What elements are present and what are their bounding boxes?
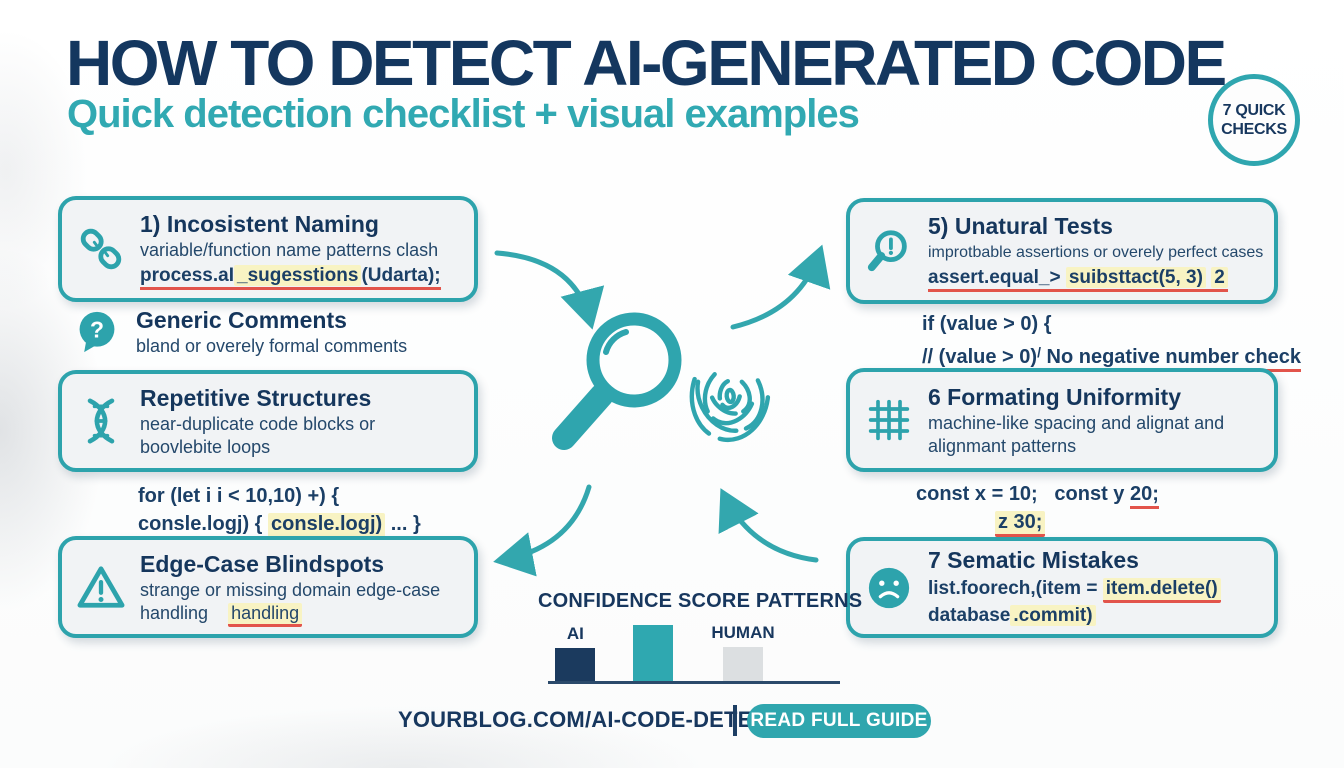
arrow-top-right bbox=[730, 244, 831, 330]
broken-link-icon bbox=[62, 226, 140, 272]
question-bubble-icon: ? bbox=[58, 306, 136, 358]
chart-bar bbox=[633, 625, 674, 682]
chart-baseline bbox=[548, 681, 840, 684]
check-item-1-inconsistent-naming: 1) Incosistent Naming variable/function … bbox=[58, 196, 478, 302]
badge-line2: CHECKS bbox=[1221, 121, 1287, 138]
check-desc: alignmant patterns bbox=[928, 435, 1077, 456]
check-desc: improtbable assertions or overely perfec… bbox=[928, 243, 1264, 261]
check-desc: strange or missing domain edge-case bbox=[140, 579, 441, 600]
chart-bar-column: HUMAN bbox=[711, 623, 775, 682]
quick-checks-badge: 7 QUICK CHECKS bbox=[1208, 74, 1300, 166]
check-title: 7 Sematic Mistakes bbox=[928, 547, 1139, 573]
code-sample-const: const x = 10; const y 20; z 30; bbox=[916, 480, 1159, 537]
chart-bar bbox=[723, 647, 763, 682]
check-title: 1) Incosistent Naming bbox=[140, 210, 379, 237]
check-item-4-edge-case-blindspots: Edge-Case Blindspots strange or missing … bbox=[58, 536, 478, 638]
chart-bar bbox=[555, 648, 596, 682]
chart-bar-label: AI bbox=[566, 624, 584, 643]
dna-icon bbox=[62, 396, 140, 446]
check-item-6-formatting-uniformity: 6 Formating Uniformity machine-like spac… bbox=[846, 368, 1278, 472]
check-desc: bland or overely formal comments bbox=[136, 336, 408, 356]
check-title: Edge-Case Blindspots bbox=[140, 550, 385, 577]
grid-icon bbox=[850, 398, 928, 442]
read-full-guide-button[interactable]: READ FULL GUIDE bbox=[747, 704, 931, 738]
page-subtitle: Quick detection checklist + visual examp… bbox=[67, 92, 860, 136]
badge-line1: 7 QUICK bbox=[1222, 102, 1286, 119]
check-item-5-unnatural-tests: 5) Unatural Tests improtbable assertions… bbox=[846, 198, 1278, 304]
check-desc: variable/function name patterns clash bbox=[140, 239, 439, 260]
check-desc: boovlebite loops bbox=[140, 436, 271, 457]
check-desc: machine-like spacing and alignat and bbox=[928, 412, 1225, 433]
arrow-bottom-right bbox=[718, 488, 819, 563]
check-title: 5) Unatural Tests bbox=[928, 212, 1113, 239]
check-item-3-repetitive-structures: Repetitive Structures near-duplicate cod… bbox=[58, 370, 478, 472]
arrow-bottom-left bbox=[493, 484, 592, 577]
chart-bar-column bbox=[633, 625, 674, 682]
sad-face-icon bbox=[850, 565, 928, 611]
check-title: 6 Formating Uniformity bbox=[928, 383, 1182, 410]
check-item-2-generic-comments: ? Generic Comments bland or overely form… bbox=[58, 306, 478, 358]
svg-text:?: ? bbox=[90, 317, 104, 343]
code-sample: database.commit) bbox=[928, 602, 1264, 629]
fingerprint-icon bbox=[689, 345, 771, 443]
code-sample: list.foorech,(item = item.delete() bbox=[928, 575, 1264, 603]
footer-divider bbox=[733, 705, 737, 736]
chart-bar-label: HUMAN bbox=[711, 623, 775, 642]
page-title: HOW TO DETECT AI-GENERATED CODE bbox=[66, 27, 1227, 99]
code-sample-if: if (value > 0) { // (value > 0)/ No nega… bbox=[922, 310, 1302, 372]
check-desc: near-duplicate code blocks or bbox=[140, 413, 376, 434]
code-sample: assert.equal_> suibsttact(5, 3) 2 bbox=[928, 264, 1264, 292]
check-title: Generic Comments bbox=[136, 307, 347, 333]
code-sample-loop: for (let i i < 10,10) +) { consle.logj) … bbox=[138, 482, 421, 539]
chart-bar-column: AI bbox=[555, 624, 596, 682]
magnifying-glass-icon bbox=[552, 312, 682, 450]
code-sample: process.aI_sugesstions(Udarta); bbox=[140, 262, 464, 290]
confidence-score-chart: AI HUMAN bbox=[520, 600, 810, 682]
check-item-7-semantic-mistakes: 7 Sematic Mistakes list.foorech,(item = … bbox=[846, 537, 1278, 638]
chart-title: CONFIDENCE SCORE PATTERNS bbox=[538, 590, 863, 612]
warning-triangle-icon bbox=[62, 564, 140, 610]
check-title: Repetitive Structures bbox=[140, 384, 372, 411]
magnifier-alert-icon bbox=[850, 227, 928, 275]
